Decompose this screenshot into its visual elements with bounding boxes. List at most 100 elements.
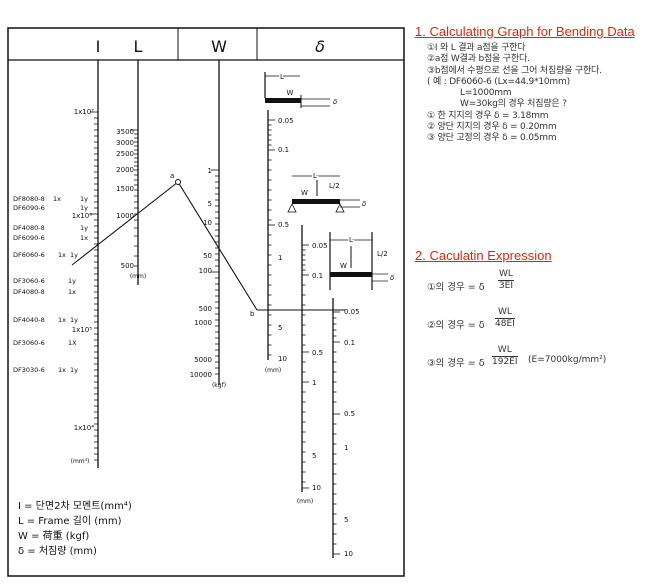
w-label-10000: 10000: [190, 371, 212, 379]
profile-name-8: DF3060-6: [13, 339, 45, 347]
beam2-load-label: W: [301, 189, 308, 197]
d2-label-5: 5: [312, 452, 316, 460]
formula-1-fraction: WL 3EI: [498, 269, 514, 292]
w-label-100: 100: [199, 267, 212, 275]
formula-1-denominator: 3EI: [498, 281, 513, 291]
header-delta: δ: [315, 37, 325, 56]
profile-orient-6: 1x: [68, 288, 76, 296]
nomogram-frame: [7, 27, 405, 577]
section1-example: ( 예 : DF6060-6 (Lx=44.9*10mm): [427, 76, 570, 87]
beam1-load-label: W: [287, 89, 294, 97]
l-label-1000: 1000: [116, 212, 134, 220]
profile-name-6: DF4080-8: [13, 288, 45, 296]
d3-label-0.05: 0.05: [344, 308, 360, 316]
profile-pos-0: 1x: [53, 195, 61, 203]
section1-example-load: W=30kg의 경우 처짐량은 ?: [460, 99, 567, 110]
d2-label-0.05: 0.05: [312, 242, 328, 250]
beam1-bar: [265, 98, 301, 103]
d1-label-5: 5: [278, 324, 282, 332]
profile-name-5: DF3060-6: [13, 277, 45, 285]
d2-label-0.5: 0.5: [312, 349, 323, 357]
d3-label-1: 1: [344, 444, 348, 452]
l-label-1500: 1500: [116, 185, 134, 193]
l-label-2500: 2500: [116, 150, 134, 158]
section1-result-3: ③ 양단 고정의 경우 δ = 0.05mm: [427, 133, 557, 144]
profile-orient-5: 1y: [68, 277, 76, 285]
w-label-1000: 1000: [194, 319, 212, 327]
beam1-dim-mask: L: [280, 73, 284, 81]
d1-label-1: 1: [278, 254, 282, 262]
beam2-dim-label: L: [313, 172, 317, 180]
profile-orient-2: 1y: [80, 224, 88, 232]
profile-name-1: DF6090-6: [13, 204, 45, 212]
d1-label-0.5: 0.5: [278, 221, 289, 229]
l-label-500: 500: [121, 262, 134, 270]
formula-3-denominator: 192EI: [492, 357, 518, 367]
beam1-delta: δ: [333, 98, 337, 106]
section1-result-2: ② 양단 지지의 경우 δ = 0.20mm: [427, 122, 557, 133]
delta2-scale-labels: 0.05 0.1 0.5 1 5 10 (mm): [297, 242, 328, 505]
section1-line-3: ③b점에서 수평으로 선을 그어 처짐량을 구한다.: [427, 65, 602, 76]
w-scale-labels: 1 5 10 50 100 500 1000 5000 10000 (kgf): [190, 167, 226, 389]
d2-label-1: 1: [312, 379, 316, 387]
l-label-3000: 3000: [116, 139, 134, 147]
profile-name-9: DF3030-6: [13, 366, 45, 374]
legend: I = 단면2차 모멘트(mm⁴) L = Frame 길이 (mm) W = …: [18, 500, 132, 557]
d2-label-10: 10: [312, 484, 321, 492]
formula-2-prefix: ②의 경우 = δ: [427, 320, 485, 331]
beam2-half-label: L/2: [329, 182, 340, 190]
beam1-dim-label: L: [280, 73, 284, 81]
formula-3-note: (E=7000kg/mm²): [528, 355, 607, 365]
d3-label-5: 5: [344, 516, 348, 524]
d1-label-10: 10: [278, 355, 287, 363]
formula-2: ②의 경우 = δ WL 48EI: [415, 305, 665, 343]
beam-diagram-fixed-ends: L L W L/2 δ: [329, 232, 394, 290]
profile-pos-4: 1x: [58, 251, 66, 259]
profile-name-2: DF4080-8: [13, 224, 45, 232]
i-label-1e5: 1x10⁵: [72, 326, 93, 334]
point-a-marker: [175, 179, 181, 185]
profile-name-4: DF6060-6: [13, 251, 45, 259]
formula-2-denominator: 48EI: [495, 319, 515, 329]
l-label-2000: 2000: [116, 166, 134, 174]
scale-ticks: [90, 111, 340, 555]
section-expression: 2. Caculatin Expression ①의 경우 = δ WL 3EI…: [415, 248, 665, 381]
legend-line-w: W = 荷重 (kgf): [18, 529, 89, 542]
delta3-scale-labels: 0.05 0.1 0.5 1 5 10: [344, 308, 360, 558]
w-label-50: 50: [203, 252, 212, 260]
profile-name-7: DF4040-8: [13, 316, 45, 324]
beam3-dim-label: L: [349, 236, 353, 244]
beam2-bar: [292, 199, 340, 204]
l-label-3500: 3500: [116, 128, 134, 136]
section1-example-length: L=1000mm: [460, 88, 512, 99]
formula-2-fraction: WL 48EI: [495, 307, 515, 330]
section1-title: 1. Calculating Graph for Bending Data: [415, 24, 635, 39]
d3-label-0.5: 0.5: [344, 410, 355, 418]
profile-name-3: DF6090-6: [13, 234, 45, 242]
beam-diagram-simple-support: L L W L/2 δ: [287, 171, 366, 213]
formula-3-prefix: ③의 경우 = δ: [427, 358, 485, 369]
i-label-1e7: 1x10⁷: [74, 108, 95, 116]
profile-orient-1: 1y: [80, 204, 88, 212]
profile-pos-9: 1x: [58, 366, 66, 374]
l-unit: (mm): [130, 273, 146, 280]
beam3-half-label: L/2: [377, 250, 388, 258]
section1-result-1: ① 한 지지의 경우 δ = 3.18mm: [427, 110, 549, 121]
formula-1-prefix: ①의 경우 = δ: [427, 282, 485, 293]
d1-unit: (mm): [265, 367, 281, 374]
d1-label-0.1: 0.1: [278, 146, 289, 154]
beam2-dim-mask: L: [313, 172, 317, 180]
profile-pos-7: 1x: [58, 316, 66, 324]
beam3-delta: δ: [390, 274, 394, 282]
beam3-dim-mask: L: [349, 236, 353, 244]
w-unit: (kgf): [212, 382, 226, 389]
beam2-delta: δ: [362, 200, 366, 208]
w-label-10: 10: [203, 219, 212, 227]
example-solution-lines: a b: [71, 172, 345, 318]
section1-line-1: ①I 와 L 결과 a점을 구한다: [427, 43, 526, 53]
formula-3-numerator: WL: [492, 345, 518, 357]
formula-1-numerator: WL: [498, 269, 514, 281]
profile-orient-9: 1y: [70, 366, 78, 374]
header-l: L: [134, 37, 143, 56]
d1-label-0.05: 0.05: [278, 117, 294, 125]
